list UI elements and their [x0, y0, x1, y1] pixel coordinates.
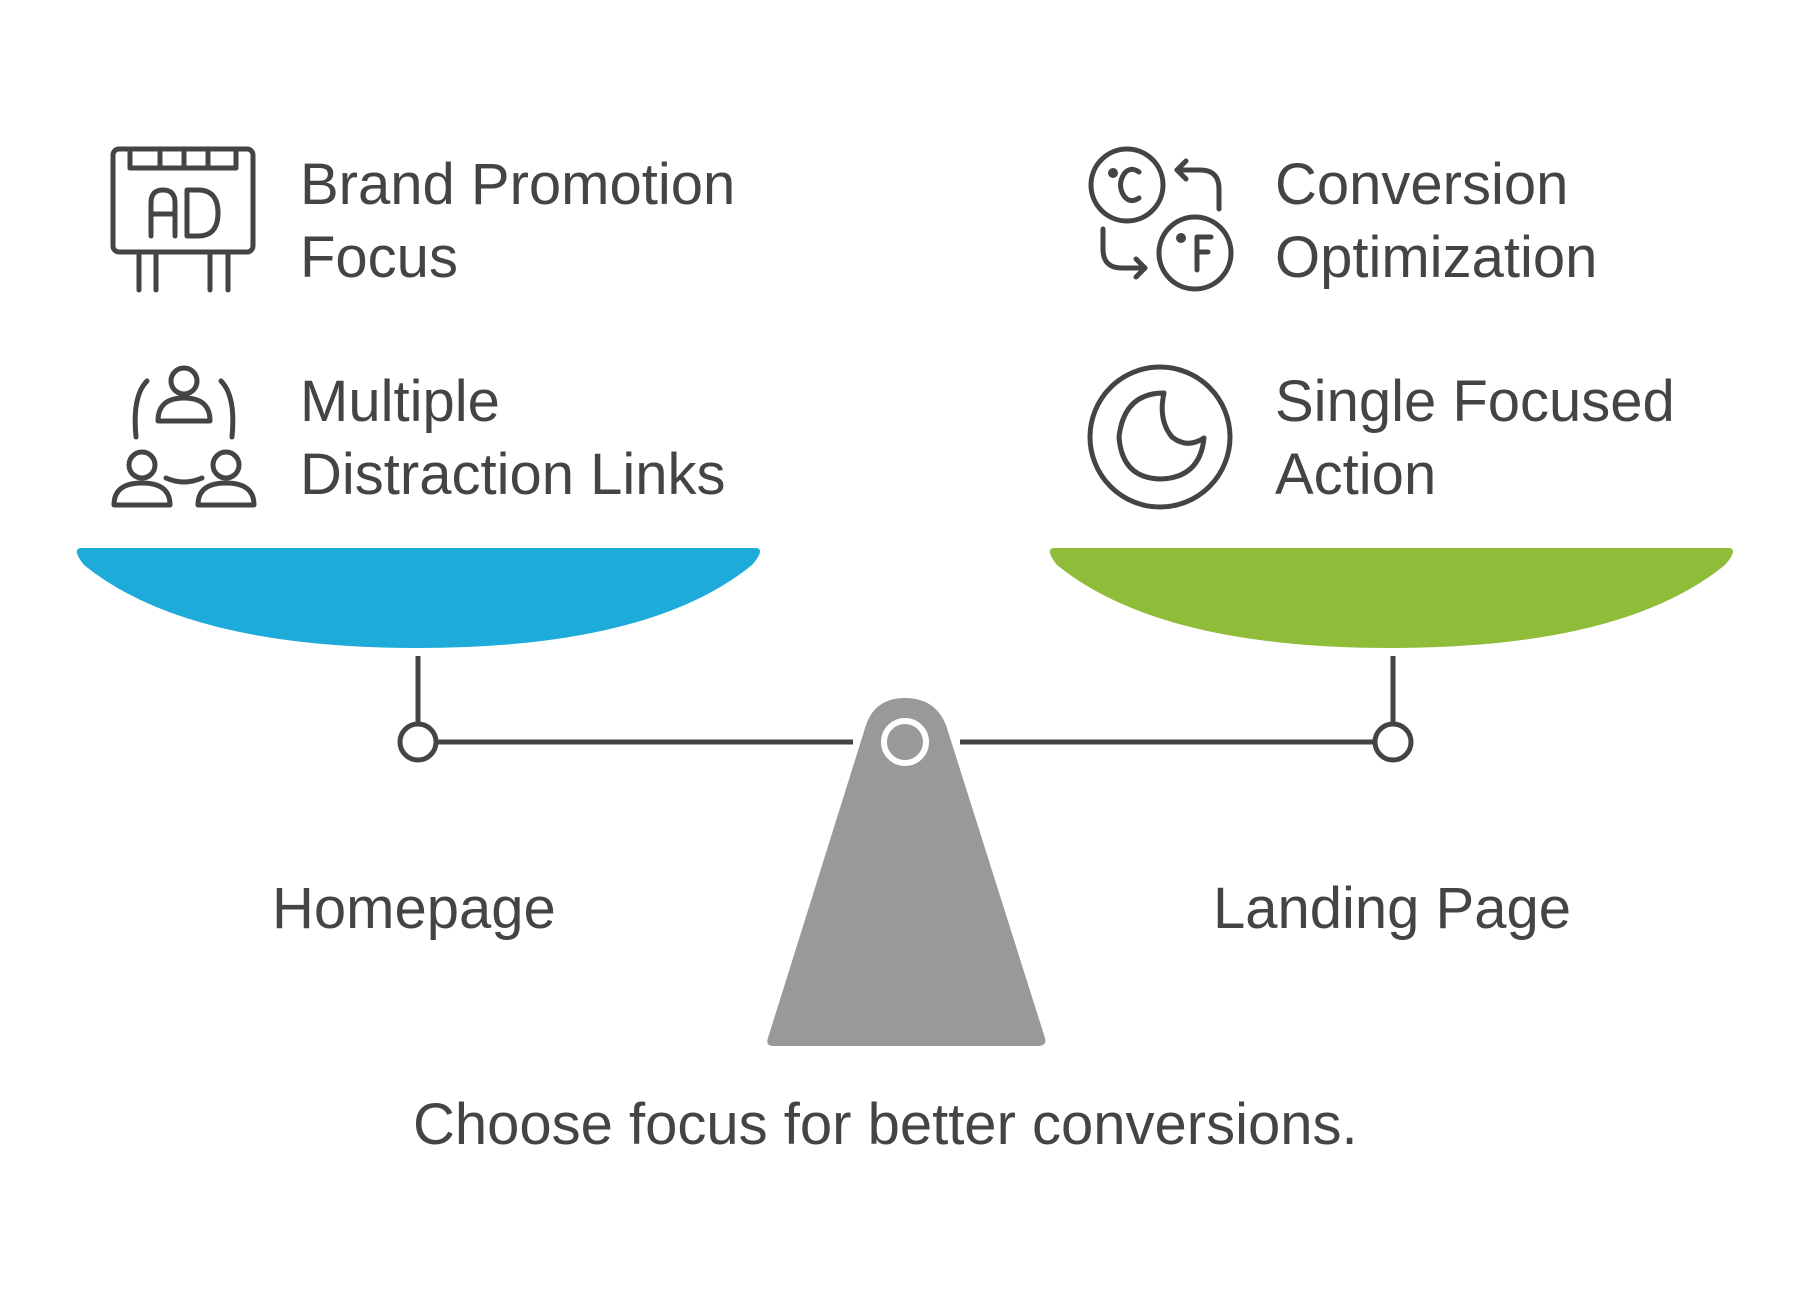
- feature-line1: Multiple: [300, 369, 500, 434]
- temperature-conversion-icon: [1088, 146, 1234, 292]
- feature-line2: Distraction Links: [300, 442, 726, 507]
- left-joint: [397, 721, 439, 763]
- moon-focus-icon: [1087, 364, 1233, 510]
- left-side-label: Homepage: [272, 876, 556, 941]
- left-pan: [76, 548, 761, 648]
- feature-line2: Focus: [300, 225, 458, 290]
- feature-single-focused-action: Single Focused Action: [1275, 373, 1675, 504]
- diagram-caption: Choose focus for better conversions.: [413, 1092, 1358, 1157]
- fulcrum: [767, 698, 1046, 1046]
- feature-distraction-links: Multiple Distraction Links: [300, 373, 725, 504]
- billboard-ad-icon: [110, 146, 256, 293]
- feature-line1: Brand Promotion: [300, 152, 736, 217]
- right-side-label: Landing Page: [1213, 876, 1571, 941]
- right-pan: [1049, 548, 1734, 648]
- feature-line2: Action: [1275, 442, 1437, 507]
- people-network-icon: [111, 365, 257, 508]
- pivot: [881, 718, 929, 766]
- feature-line1: Single Focused: [1275, 369, 1675, 434]
- right-joint: [1372, 721, 1414, 763]
- feature-brand-promotion: Brand Promotion Focus: [300, 156, 735, 287]
- feature-line1: Conversion: [1275, 152, 1569, 217]
- feature-line2: Optimization: [1275, 225, 1598, 290]
- feature-conversion-optimization: Conversion Optimization: [1275, 156, 1597, 287]
